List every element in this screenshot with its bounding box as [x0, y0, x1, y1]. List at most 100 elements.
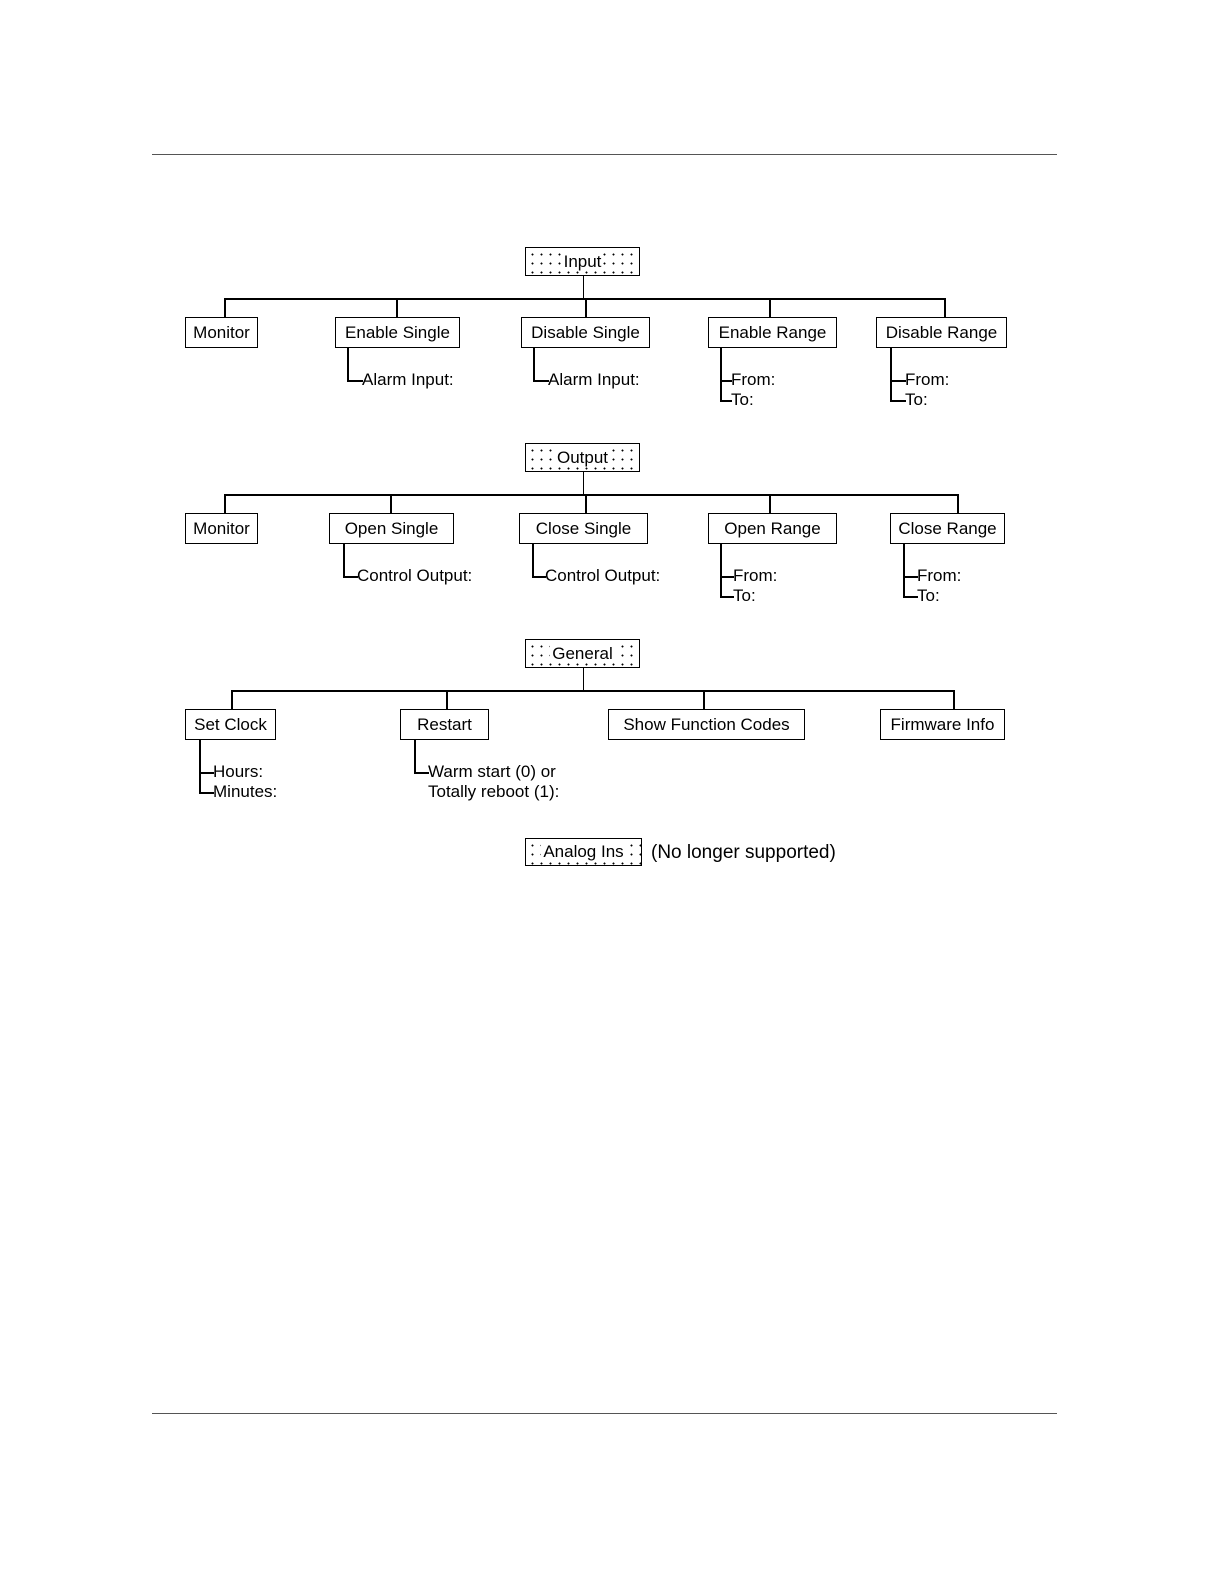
output-close-single-param-tick: [532, 576, 546, 578]
output-close-single-label: Close Single: [535, 519, 632, 538]
general-firmware-info-label: Firmware Info: [890, 715, 995, 734]
output-close-single-param-stem: [532, 544, 534, 576]
general-set-clock-label: Set Clock: [194, 715, 267, 734]
output-close-range-param-tick: [903, 596, 918, 598]
input-header: Input: [525, 247, 640, 276]
input-monitor-box: Monitor: [185, 317, 258, 348]
input-monitor-label: Monitor: [193, 323, 250, 342]
input-enable-single-param-tick: [347, 380, 363, 382]
input-enable-range-label: Enable Range: [718, 323, 827, 342]
input-branch-connector: [396, 298, 398, 317]
output-close-range-param: To:: [917, 586, 940, 605]
output-branch-connector: [769, 494, 771, 513]
general-branch-connector: [703, 690, 705, 709]
general-restart-param: Warm start (0) or: [428, 762, 556, 781]
input-header-connector: [582, 276, 584, 298]
general-set-clock-param: Minutes:: [213, 782, 278, 801]
output-open-single-param-stem: [343, 544, 345, 576]
general-restart-param-stem: [414, 740, 416, 772]
general-header: General: [525, 639, 640, 668]
general-set-clock-param-tick: [199, 772, 214, 774]
input-disable-range-label: Disable Range: [885, 323, 998, 342]
input-disable-single-box: Disable Single: [521, 317, 650, 348]
general-restart-param-tick: [414, 772, 429, 774]
general-restart-box: Restart: [400, 709, 489, 740]
general-set-clock-param-stem: [199, 740, 201, 792]
input-branch-connector: [585, 298, 587, 317]
input-disable-range-box: Disable Range: [876, 317, 1007, 348]
output-header-connector: [582, 472, 584, 494]
output-close-range-param-tick: [903, 576, 918, 578]
general-show-function-codes-label: Show Function Codes: [623, 715, 790, 734]
output-title: Output: [554, 447, 611, 467]
output-branch-connector: [585, 494, 587, 513]
input-title: Input: [561, 251, 604, 271]
output-close-range-box: Close Range: [890, 513, 1005, 544]
input-disable-range-param-tick: [890, 380, 906, 382]
general-firmware-info-box: Firmware Info: [880, 709, 1005, 740]
general-branch-connector: [231, 690, 233, 709]
output-branch-connector: [390, 494, 392, 513]
analog-ins-header: Analog Ins: [525, 838, 642, 866]
analog-ins-title: Analog Ins: [541, 842, 626, 862]
input-enable-single-param-stem: [347, 348, 349, 380]
input-enable-range-param-tick: [720, 400, 732, 402]
input-disable-range-param-tick: [890, 400, 906, 402]
input-enable-range-param: From:: [731, 370, 776, 389]
general-branch-connector: [953, 690, 955, 709]
input-disable-single-param: Alarm Input:: [548, 370, 640, 389]
input-enable-range-box: Enable Range: [708, 317, 837, 348]
input-branch-connector: [769, 298, 771, 317]
input-enable-range-param: To:: [731, 390, 754, 409]
general-title: General: [550, 643, 615, 663]
output-open-range-param-stem: [720, 544, 722, 596]
input-enable-range-param-tick: [720, 380, 732, 382]
output-close-range-param-stem: [903, 544, 905, 596]
general-header-connector: [582, 668, 584, 690]
input-branch-connector: [944, 298, 946, 317]
output-branch-bar: [224, 494, 959, 496]
output-open-range-box: Open Range: [708, 513, 837, 544]
output-branch-connector: [224, 494, 226, 513]
bottom-rule: [152, 1413, 1057, 1414]
input-disable-single-param-stem: [533, 348, 535, 380]
input-disable-range-param: To:: [905, 390, 928, 409]
output-close-range-param: From:: [917, 566, 962, 585]
input-enable-range-param-stem: [720, 348, 722, 400]
input-enable-single-param: Alarm Input:: [362, 370, 454, 389]
output-close-single-box: Close Single: [519, 513, 648, 544]
analog-ins-note: (No longer supported): [651, 842, 836, 863]
output-close-range-label: Close Range: [898, 519, 997, 538]
output-open-single-param: Control Output:: [357, 566, 473, 585]
input-enable-single-box: Enable Single: [335, 317, 460, 348]
general-restart-label: Restart: [417, 715, 472, 734]
output-open-range-label: Open Range: [724, 519, 821, 538]
input-disable-single-param-tick: [533, 380, 549, 382]
output-open-single-label: Open Single: [344, 519, 439, 538]
input-branch-bar: [224, 298, 946, 300]
output-open-range-param-tick: [720, 596, 734, 598]
general-branch-connector: [446, 690, 448, 709]
input-enable-single-label: Enable Single: [345, 323, 450, 342]
general-set-clock-param: Hours:: [213, 762, 264, 781]
output-close-single-param: Control Output:: [545, 566, 661, 585]
input-disable-range-param-stem: [890, 348, 892, 400]
output-open-range-param: To:: [733, 586, 756, 605]
input-disable-range-param: From:: [905, 370, 950, 389]
output-monitor-box: Monitor: [185, 513, 258, 544]
input-disable-single-label: Disable Single: [531, 323, 640, 342]
general-set-clock-param-tick: [199, 792, 214, 794]
output-monitor-label: Monitor: [193, 519, 250, 538]
general-set-clock-box: Set Clock: [185, 709, 276, 740]
output-branch-connector: [957, 494, 959, 513]
output-open-single-box: Open Single: [329, 513, 454, 544]
top-rule: [152, 154, 1057, 155]
output-open-range-param-tick: [720, 576, 734, 578]
general-branch-bar: [231, 690, 955, 692]
output-open-single-param-tick: [343, 576, 358, 578]
general-restart-param: Totally reboot (1):: [428, 782, 560, 801]
general-show-function-codes-box: Show Function Codes: [608, 709, 805, 740]
input-branch-connector: [224, 298, 226, 317]
output-header: Output: [525, 443, 640, 472]
output-open-range-param: From:: [733, 566, 778, 585]
